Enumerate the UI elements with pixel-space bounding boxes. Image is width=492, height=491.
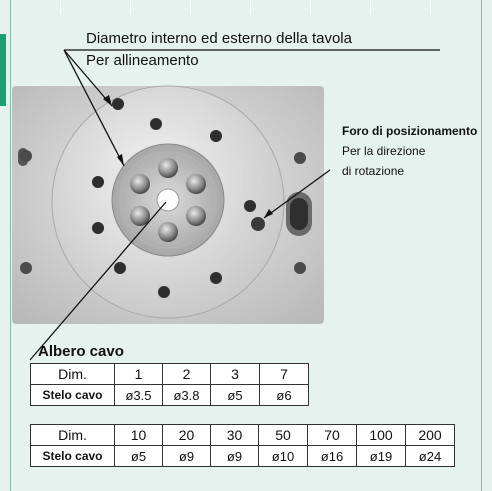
table-value-cell: ø9 — [210, 445, 259, 467]
table-row: Stelo cavo ø3.5 ø3.8 ø5 ø6 — [30, 384, 309, 406]
table-header-label: Dim. — [30, 424, 115, 446]
table-hole — [114, 262, 126, 274]
table-size-cell: 50 — [258, 424, 308, 446]
screw — [186, 206, 206, 226]
hollow-shaft-table-2: Dim. 10 20 30 50 70 100 200 Stelo cavo ø… — [30, 424, 455, 467]
screw — [186, 174, 206, 194]
table-size-cell: 1 — [114, 363, 163, 385]
table-value-cell: ø5 — [114, 445, 163, 467]
left-border — [10, 0, 11, 491]
right-border — [481, 0, 482, 491]
accent-bar — [0, 34, 6, 106]
grid-line — [430, 0, 431, 14]
mount-hole — [294, 152, 306, 164]
table-hole — [210, 130, 222, 142]
leader-lines — [29, 49, 440, 361]
mount-hole — [20, 150, 32, 162]
table-size-cell: 10 — [114, 424, 163, 446]
grid-line — [130, 0, 131, 14]
grid-line — [370, 0, 371, 14]
callout-positioning-line2: di rotazione — [342, 164, 405, 178]
table-value-cell: ø16 — [307, 445, 357, 467]
table-header-row: Dim. 10 20 30 50 70 100 200 — [30, 424, 455, 446]
table-header-label: Dim. — [30, 363, 115, 385]
callout-positioning-line1: Per la direzione — [342, 144, 426, 158]
section-title-hollow-shaft: Albero cavo — [38, 343, 124, 360]
grid-line — [60, 0, 61, 14]
positioning-hole — [251, 217, 265, 231]
callout-table-diameter: Diametro interno ed esterno della tavola — [86, 30, 352, 47]
side-slot — [290, 198, 308, 230]
mount-hole — [294, 262, 306, 274]
table-value-cell: ø9 — [162, 445, 211, 467]
screw — [130, 174, 150, 194]
table-value-cell: ø19 — [356, 445, 406, 467]
table-value-cell: ø5 — [210, 384, 260, 406]
table-hole — [92, 176, 104, 188]
table-hole — [158, 286, 170, 298]
screw — [158, 158, 178, 178]
table-value-cell: ø3.5 — [114, 384, 163, 406]
table-row: Stelo cavo ø5 ø9 ø9 ø10 ø16 ø19 ø24 — [30, 445, 455, 467]
table-size-cell: 3 — [210, 363, 260, 385]
table-size-cell: 200 — [405, 424, 455, 446]
table-row-label: Stelo cavo — [30, 384, 115, 406]
table-value-cell: ø6 — [259, 384, 309, 406]
mount-hole — [20, 262, 32, 274]
table-size-cell: 100 — [356, 424, 406, 446]
callout-alignment: Per allineamento — [86, 52, 199, 69]
hollow-shaft-table-1: Dim. 1 2 3 7 Stelo cavo ø3.5 ø3.8 ø5 ø6 — [30, 363, 309, 406]
callout-positioning-title: Foro di posizionamento — [342, 124, 478, 138]
table-value-cell: ø3.8 — [162, 384, 211, 406]
table-hole — [244, 200, 256, 212]
table-value-cell: ø10 — [258, 445, 308, 467]
table-hole — [210, 272, 222, 284]
table-size-cell: 20 — [162, 424, 211, 446]
table-row-label: Stelo cavo — [30, 445, 115, 467]
table-hole — [112, 98, 124, 110]
table-value-cell: ø24 — [405, 445, 455, 467]
table-size-cell: 70 — [307, 424, 357, 446]
table-hole — [92, 222, 104, 234]
table-size-cell: 7 — [259, 363, 309, 385]
grid-line — [310, 0, 311, 14]
table-size-cell: 30 — [210, 424, 259, 446]
leader-arrows — [103, 95, 273, 218]
table-header-row: Dim. 1 2 3 7 — [30, 363, 309, 385]
table-size-cell: 2 — [162, 363, 211, 385]
grid-line — [250, 0, 251, 14]
table-hole — [150, 118, 162, 130]
screw — [130, 206, 150, 226]
screw — [158, 222, 178, 242]
grid-line — [190, 0, 191, 14]
